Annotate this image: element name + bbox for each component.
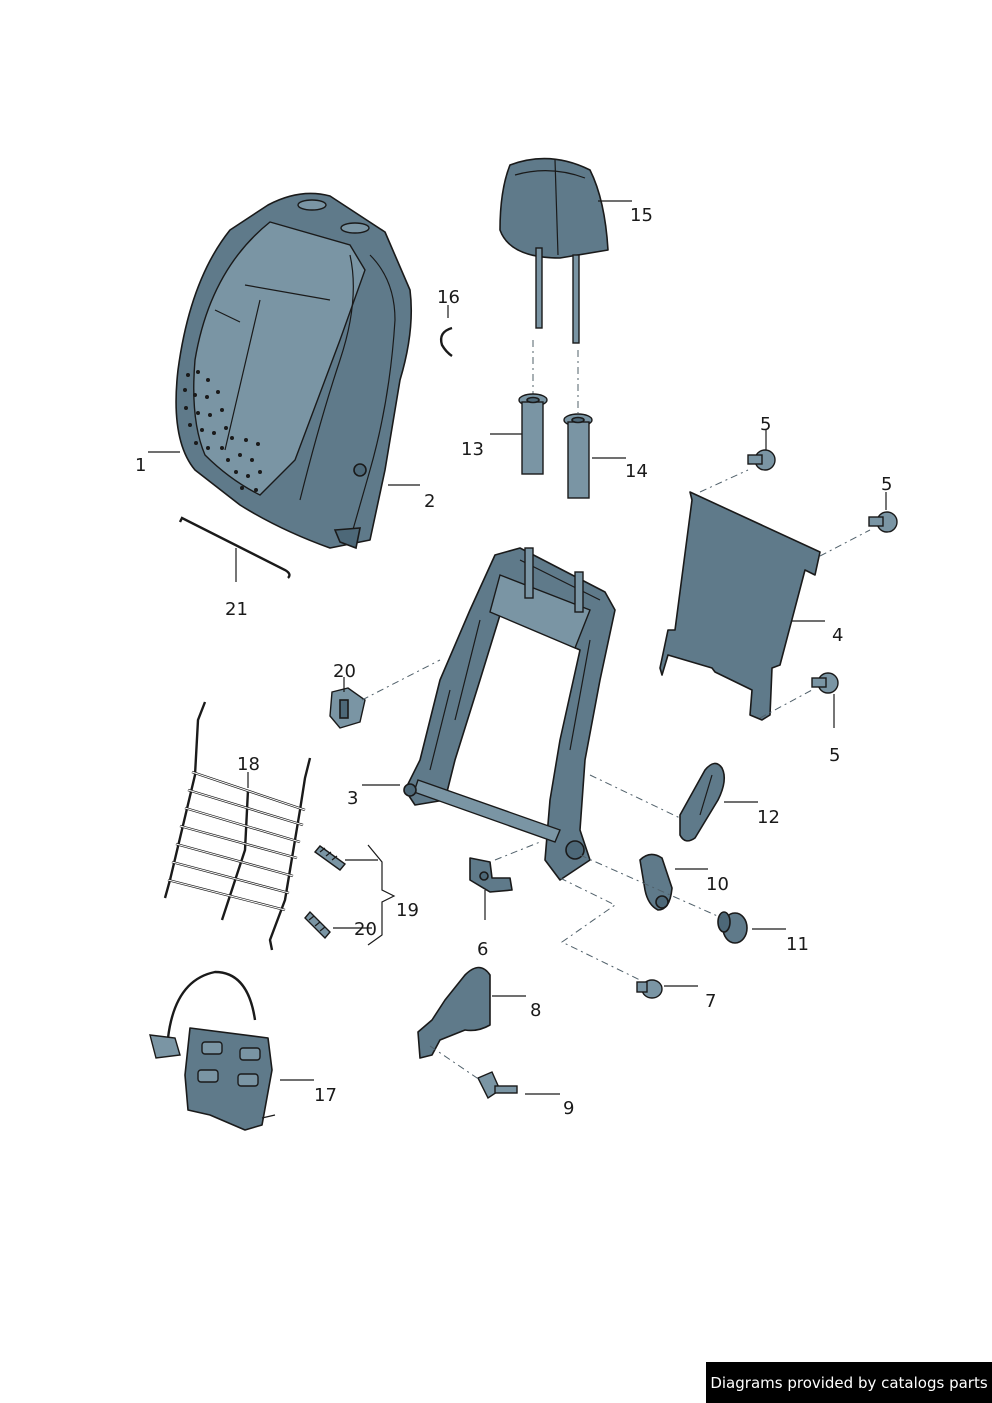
part-screw-5c <box>811 672 839 694</box>
callout-2: 2 <box>424 491 435 512</box>
part-back-panel <box>659 491 821 721</box>
part-lumbar-support <box>149 970 276 1131</box>
perforation-pattern <box>183 370 262 492</box>
callout-12: 12 <box>757 807 780 828</box>
callout-17: 17 <box>314 1085 337 1106</box>
part-seat-back-frame <box>403 547 616 881</box>
callout-20a: 20 <box>333 661 356 682</box>
part-screw-5b <box>868 511 898 533</box>
callout-10: 10 <box>706 874 729 895</box>
callout-15: 15 <box>630 205 653 226</box>
part-seat-back-cover <box>175 192 413 550</box>
callout-18: 18 <box>237 754 260 775</box>
callout-19: 19 <box>396 900 419 921</box>
part-clip <box>439 326 453 357</box>
part-bracket <box>469 857 513 893</box>
part-headrest-guide-13 <box>518 393 548 475</box>
callout-14: 14 <box>625 461 648 482</box>
part-screw-5a <box>747 449 776 471</box>
part-spring-20-lower <box>304 910 331 940</box>
part-spring-mat <box>163 701 312 951</box>
callout-5a: 5 <box>760 414 771 435</box>
callout-20b: 20 <box>354 919 377 940</box>
part-adjust-lever <box>639 853 673 911</box>
callout-13: 13 <box>461 439 484 460</box>
callout-16: 16 <box>437 287 460 308</box>
callout-8: 8 <box>530 1000 541 1021</box>
callout-6: 6 <box>477 939 488 960</box>
callout-5c: 5 <box>829 745 840 766</box>
callout-21: 21 <box>225 599 248 620</box>
footer-credit-text: Diagrams provided by catalogs parts <box>710 1373 988 1392</box>
part-cap <box>717 911 748 944</box>
callout-3: 3 <box>347 788 358 809</box>
part-side-trim-cover <box>417 966 491 1059</box>
callout-4: 4 <box>832 625 843 646</box>
callout-11: 11 <box>786 934 809 955</box>
part-retaining-wire <box>178 516 291 579</box>
callout-1: 1 <box>135 455 146 476</box>
part-headrest <box>499 157 609 344</box>
callout-9: 9 <box>563 1098 574 1119</box>
part-connector-20-upper <box>329 687 366 729</box>
part-headrest-guide-14 <box>563 413 593 499</box>
footer-credit-badge[interactable]: Diagrams provided by catalogs parts <box>706 1362 992 1403</box>
part-spring-19 <box>313 845 347 871</box>
callout-7: 7 <box>705 991 716 1012</box>
part-bolt <box>477 1071 518 1100</box>
callout-5b: 5 <box>881 474 892 495</box>
part-release-handle <box>679 762 726 842</box>
part-screw-7 <box>636 979 663 999</box>
